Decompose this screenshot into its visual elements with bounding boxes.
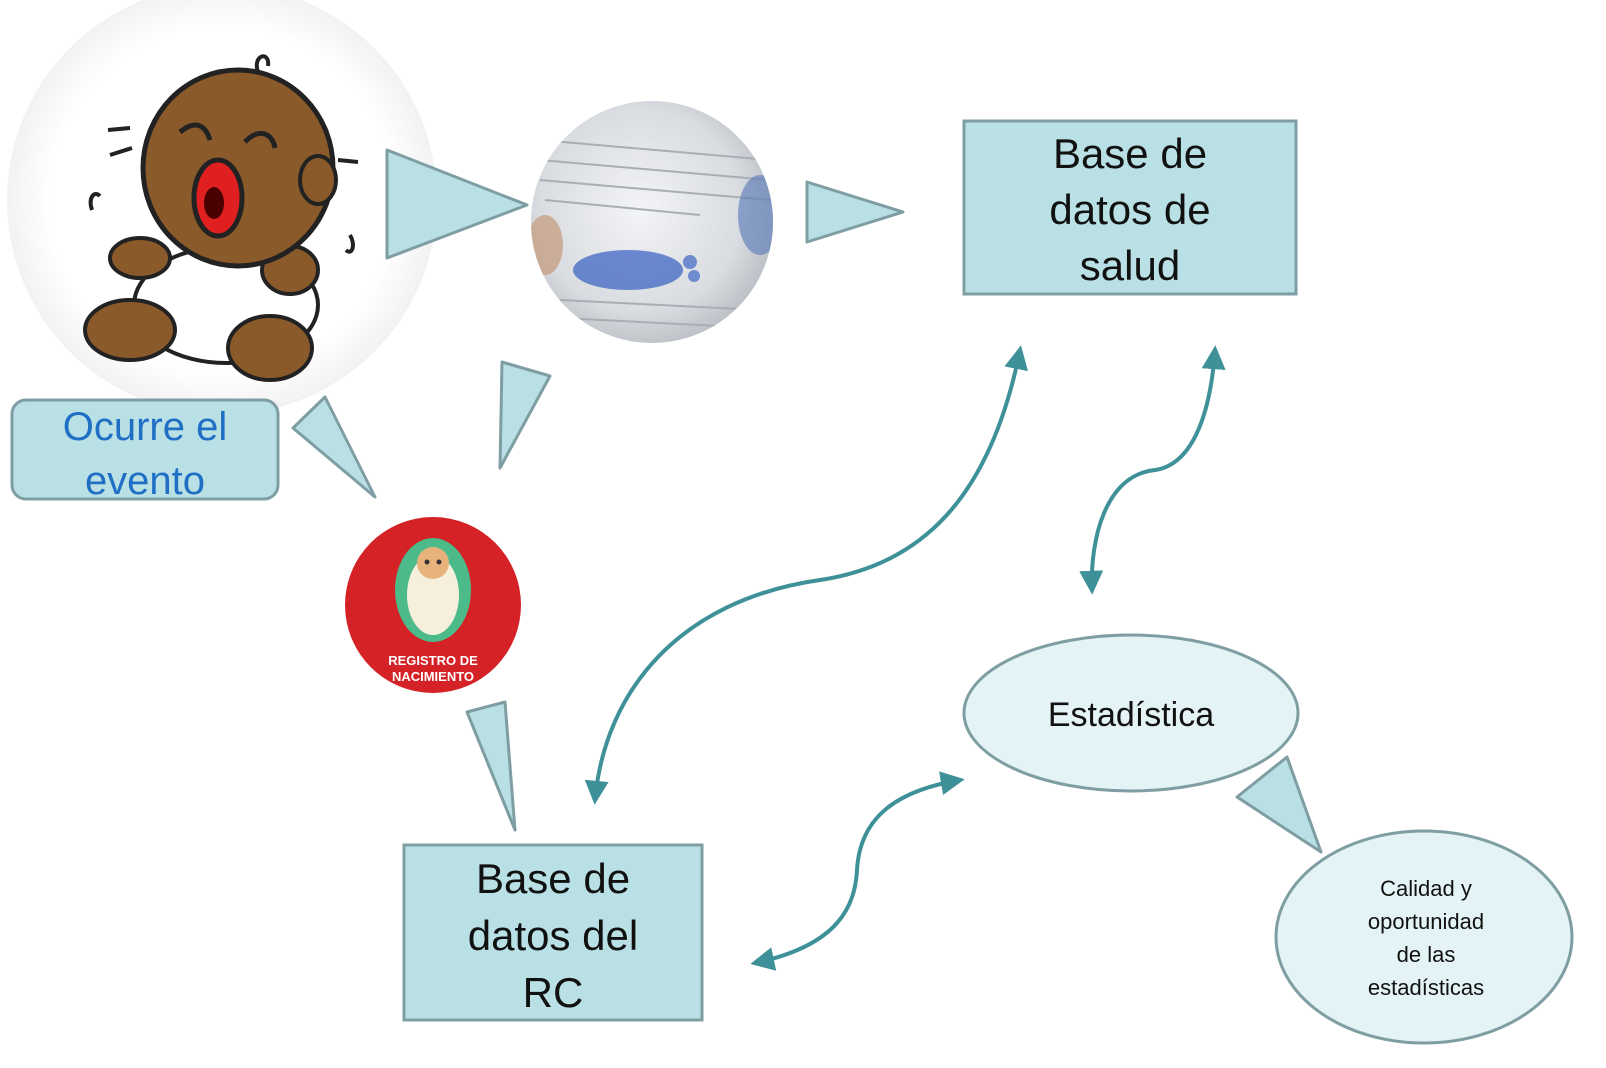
triangle-photo-to-health-db [805, 180, 905, 244]
badge-line-1: REGISTRO DE [388, 653, 478, 668]
triangle-badge-to-photo [498, 360, 552, 470]
quality-line-4: estadísticas [1368, 975, 1484, 1000]
triangle-baby-to-photo [385, 148, 529, 260]
triangle-badge-to-rc-db [465, 700, 517, 832]
health-db-line-1: Base de [1053, 130, 1207, 177]
birth-registry-badge: REGISTRO DE NACIMIENTO [345, 517, 521, 693]
badge-line-2: NACIMIENTO [392, 669, 474, 684]
curved-connectors [584, 345, 1226, 971]
health-database-box: Base de datos de salud [962, 119, 1298, 296]
connector-health-db-rc-db [584, 345, 1028, 805]
rc-db-line-3: RC [523, 969, 584, 1016]
statistics-label: Estadística [1048, 696, 1214, 734]
quality-line-1: Calidad y [1380, 876, 1472, 901]
connector-rc-db-statistics [750, 771, 965, 971]
health-db-line-3: salud [1080, 242, 1180, 289]
footprint-document-photo [531, 101, 773, 343]
quality-line-2: oportunidad [1368, 909, 1484, 934]
quality-line-3: de las [1397, 942, 1456, 967]
rc-db-line-2: datos del [468, 912, 638, 959]
health-db-line-2: datos de [1049, 186, 1210, 233]
triangle-badge-to-event [291, 395, 377, 499]
connector-health-db-statistics [1079, 345, 1226, 595]
rc-database-box: Base de datos del RC [402, 843, 704, 1022]
statistics-ellipse: Estadística [962, 633, 1300, 793]
event-box: Ocurre el evento [10, 398, 280, 503]
triangle-connectors [291, 148, 1323, 854]
triangle-stats-to-quality [1235, 755, 1323, 854]
quality-ellipse: Calidad y oportunidad de las estadística… [1274, 829, 1574, 1045]
event-label-line-2: evento [85, 459, 205, 503]
event-label-line-1: Ocurre el [63, 405, 228, 449]
rc-db-line-1: Base de [476, 855, 630, 902]
crying-baby-illustration [7, 0, 437, 415]
